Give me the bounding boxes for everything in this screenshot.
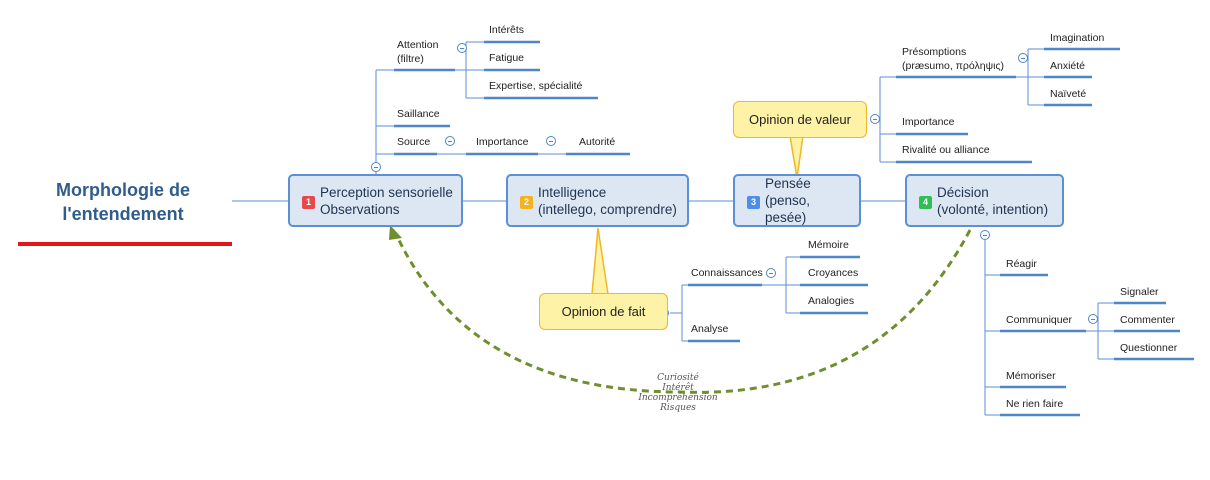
collapse-toggle-pensee[interactable] <box>870 114 880 124</box>
leaf-commenter[interactable]: Commenter <box>1120 314 1175 326</box>
map-title: Morphologie de l'entendement <box>28 178 218 226</box>
collapse-toggle-perception[interactable] <box>371 162 381 172</box>
leaf-attention-label: Attention <box>397 39 439 51</box>
feedback-loop-arrow <box>394 229 972 394</box>
loop-label-incomprehension: Incompréhension <box>638 393 718 403</box>
priority-badge: 3 <box>747 196 760 209</box>
priority-badge: 4 <box>919 196 932 209</box>
collapse-toggle-source[interactable] <box>445 136 455 146</box>
leaf-expertise[interactable]: Expertise, spécialité <box>489 80 583 92</box>
callout-fait-pointer <box>591 227 609 295</box>
priority-badge: 1 <box>302 196 315 209</box>
collapse-toggle-attention[interactable] <box>457 43 467 53</box>
collapse-toggle-presomptions[interactable] <box>1018 53 1028 63</box>
leaf-memoriser[interactable]: Mémoriser <box>1006 370 1056 382</box>
leaf-source[interactable]: Source <box>397 136 431 148</box>
node-sublabel: (penso, pesée) <box>765 193 811 225</box>
loop-label-curiosite: Curiosité <box>657 373 699 383</box>
node-pensee[interactable]: 3 Pensée (penso, pesée) <box>733 174 861 227</box>
leaf-saillance[interactable]: Saillance <box>397 108 440 120</box>
node-sublabel: Observations <box>320 201 400 217</box>
leaf-underlines <box>394 40 1194 417</box>
leaf-questionner[interactable]: Questionner <box>1120 342 1178 354</box>
callout-opinion-valeur[interactable]: Opinion de valeur <box>733 101 867 138</box>
leaf-rivalite[interactable]: Rivalité ou alliance <box>902 144 990 156</box>
leaf-importance-source[interactable]: Importance <box>476 136 529 148</box>
leaf-connaissances[interactable]: Connaissances <box>691 267 763 279</box>
callout-valeur-pointer <box>789 135 804 179</box>
leaf-presomptions-label: Présomptions <box>902 46 967 58</box>
leaf-autorite[interactable]: Autorité <box>579 136 616 148</box>
leaf-presomptions-sublabel: (præsumo, πρόληψις) <box>902 60 1005 72</box>
collapse-toggle-decision[interactable] <box>980 230 990 240</box>
node-decision[interactable]: 4 Décision (volonté, intention) <box>905 174 1064 227</box>
leaf-anxiete[interactable]: Anxiété <box>1050 60 1086 72</box>
leaf-presomptions[interactable]: Présomptions (præsumo, πρόληψις) <box>902 45 1004 73</box>
priority-badge: 2 <box>520 196 533 209</box>
node-sublabel: (intellego, comprendre) <box>538 201 677 217</box>
leaf-interets[interactable]: Intérêts <box>489 24 525 36</box>
node-sublabel: (volonté, intention) <box>937 201 1049 217</box>
node-label: Intelligence <box>538 184 607 200</box>
leaf-ne-rien-faire[interactable]: Ne rien faire <box>1006 398 1064 410</box>
callout-opinion-fait[interactable]: Opinion de fait <box>539 293 668 330</box>
leaf-imagination[interactable]: Imagination <box>1050 32 1105 44</box>
map-title-line2: l'entendement <box>62 204 184 224</box>
node-label: Perception sensorielle <box>320 184 453 200</box>
leaf-memoire[interactable]: Mémoire <box>808 239 849 251</box>
leaf-signaler[interactable]: Signaler <box>1120 286 1159 298</box>
collapse-toggle-connaissances[interactable] <box>766 268 776 278</box>
title-underline <box>18 242 232 246</box>
map-title-line1: Morphologie de <box>56 180 190 200</box>
branch-lines <box>232 41 1114 416</box>
leaf-croyances[interactable]: Croyances <box>808 267 859 279</box>
leaf-reagir[interactable]: Réagir <box>1006 258 1037 270</box>
collapse-toggle-communiquer[interactable] <box>1088 314 1098 324</box>
loop-arrowhead <box>389 225 402 240</box>
loop-label-risques: Risques <box>660 403 696 413</box>
leaf-attention-sublabel: (filtre) <box>397 53 424 65</box>
leaf-importance-pensee[interactable]: Importance <box>902 116 955 128</box>
node-label: Décision <box>937 184 989 200</box>
node-intelligence[interactable]: 2 Intelligence (intellego, comprendre) <box>506 174 689 227</box>
leaf-analogies[interactable]: Analogies <box>808 295 855 307</box>
leaf-fatigue[interactable]: Fatigue <box>489 52 525 64</box>
leaf-naivete[interactable]: Naïveté <box>1050 88 1087 100</box>
loop-labels: Curiosité Intérêt Incompréhension Risque… <box>618 373 738 413</box>
node-label: Pensée <box>765 176 811 191</box>
collapse-toggle-importance[interactable] <box>546 136 556 146</box>
leaf-attention[interactable]: Attention (filtre) <box>397 38 438 66</box>
loop-label-interet: Intérêt <box>662 383 694 393</box>
leaf-analyse[interactable]: Analyse <box>691 323 729 335</box>
leaf-communiquer[interactable]: Communiquer <box>1006 314 1072 326</box>
node-perception[interactable]: 1 Perception sensorielle Observations <box>288 174 463 227</box>
